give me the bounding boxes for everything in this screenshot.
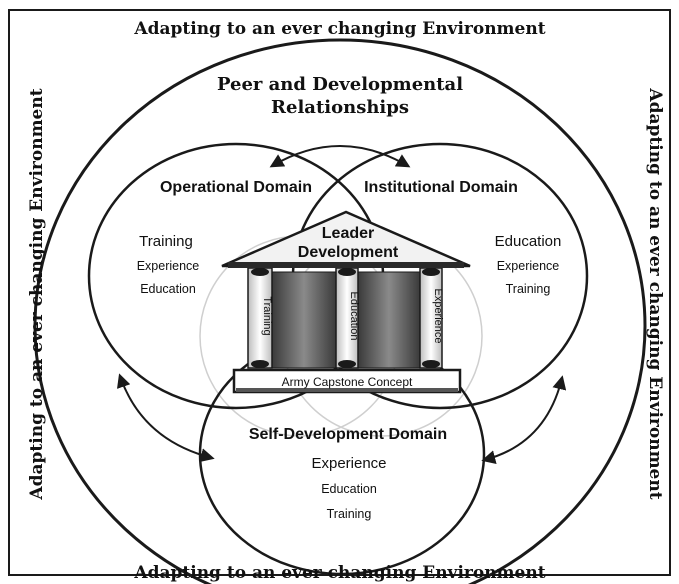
self-development-item-education: Education [321, 482, 377, 496]
pillar-cap [422, 268, 440, 276]
pillar-foot [251, 360, 269, 368]
pillar-cap [338, 268, 356, 276]
pillar-label-training: Training [261, 296, 273, 335]
peer-relationships-line2: Relationships [271, 97, 409, 118]
temple-gap-left [271, 271, 337, 369]
institutional-item-experience: Experience [497, 259, 560, 273]
peer-relationships-line1: Peer and Developmental [217, 74, 463, 95]
self-development-item-experience: Experience [311, 455, 386, 472]
pillar-foot [338, 360, 356, 368]
institutional-item-training: Training [506, 282, 551, 296]
temple-base-label: Army Capstone Concept [282, 375, 413, 389]
institutional-item-education: Education [495, 233, 562, 250]
operational-item-experience: Experience [137, 259, 200, 273]
environment-circle [33, 38, 647, 584]
arrow-top [269, 145, 411, 168]
temple-base-shadow [236, 388, 458, 392]
temple-gap-right [357, 271, 421, 369]
operational-item-training: Training [139, 233, 193, 250]
self-development-domain-title: Self-Development Domain [249, 426, 447, 443]
environment-label-left: Adapting to an ever changing Environment [27, 88, 47, 500]
temple-roof-line2: Development [298, 244, 399, 261]
operational-item-education: Education [140, 282, 196, 296]
leader-development-temple: Training Education Experience Leader Dev… [221, 210, 471, 394]
environment-label-top: Adapting to an ever changing Environment [133, 19, 545, 39]
arrow-right [481, 375, 567, 464]
temple-roof-beam [228, 262, 464, 268]
environment-label-bottom: Adapting to an ever changing Environment [133, 563, 545, 583]
environment-label-right: Adapting to an ever changing Environment [645, 87, 665, 499]
self-development-item-training: Training [327, 507, 372, 521]
pillar-foot [422, 360, 440, 368]
arrow-left [117, 373, 215, 462]
pillar-label-experience: Experience [432, 288, 444, 343]
pillar-label-education: Education [348, 292, 360, 341]
pillar-cap [251, 268, 269, 276]
operational-domain-title: Operational Domain [160, 179, 312, 196]
institutional-domain-title: Institutional Domain [364, 179, 518, 196]
temple-roof-line1: Leader [322, 225, 374, 242]
